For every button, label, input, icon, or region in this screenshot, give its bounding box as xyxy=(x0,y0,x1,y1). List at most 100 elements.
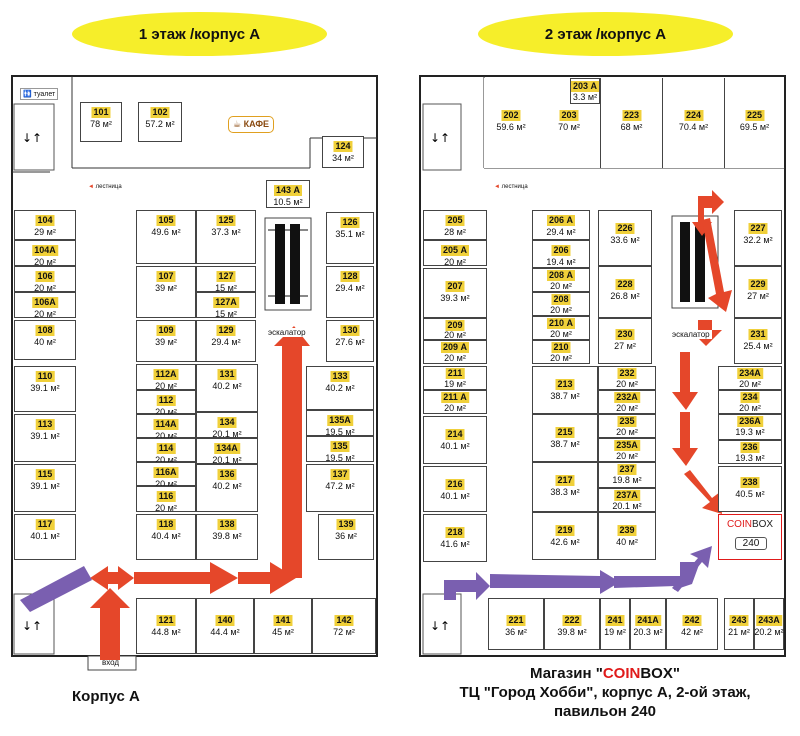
shop-105[interactable]: 105 49.6 м² xyxy=(136,210,196,264)
shop-235a[interactable]: 235А 20 м² xyxy=(598,438,656,462)
shop-208[interactable]: 208 20 м² xyxy=(532,292,590,316)
shop-241a[interactable]: 241А 20.3 м² xyxy=(630,598,666,650)
shop-234a[interactable]: 234А 20 м² xyxy=(718,366,782,390)
shop-222[interactable]: 222 39.8 м² xyxy=(544,598,600,650)
shop-203[interactable]: 203 70 м² xyxy=(538,104,600,168)
shop-118[interactable]: 118 40.4 м² xyxy=(136,514,196,560)
shop-209[interactable]: 209 20 м² xyxy=(423,318,487,340)
shop-104a[interactable]: 104А 20 м² xyxy=(14,240,76,267)
shop-113[interactable]: 113 39.1 м² xyxy=(14,414,76,462)
shop-106[interactable]: 106 20 м² xyxy=(14,266,76,293)
shop-238[interactable]: 238 40.5 м² xyxy=(718,466,782,512)
shop-109[interactable]: 109 39 м² xyxy=(136,320,196,362)
shop-107[interactable]: 107 39 м² xyxy=(136,266,196,318)
shop-230[interactable]: 230 27 м² xyxy=(598,318,652,364)
shop-117[interactable]: 117 40.1 м² xyxy=(14,514,76,560)
shop-127a[interactable]: 127А 15 м² xyxy=(196,292,256,319)
shop-139[interactable]: 139 36 м² xyxy=(318,514,374,560)
shop-125[interactable]: 125 37.3 м² xyxy=(196,210,256,264)
shop-205[interactable]: 205 28 м² xyxy=(423,210,487,240)
shop-221[interactable]: 221 36 м² xyxy=(488,598,544,650)
shop-104[interactable]: 104 29 м² xyxy=(14,210,76,240)
shop-135a[interactable]: 135А 19.5 м² xyxy=(306,410,374,437)
shop-215[interactable]: 215 38.7 м² xyxy=(532,414,598,462)
shop-209a[interactable]: 209 А 20 м² xyxy=(423,340,487,364)
shop-114a[interactable]: 114А 20 м² xyxy=(136,414,196,441)
shop-216[interactable]: 216 40.1 м² xyxy=(423,466,487,512)
shop-108[interactable]: 108 40 м² xyxy=(14,320,76,360)
shop-112a[interactable]: 112А 20 м² xyxy=(136,364,196,391)
shop-208a[interactable]: 208 А 20 м² xyxy=(532,268,590,292)
shop-206[interactable]: 206 19.4 м² xyxy=(532,240,590,268)
shop-112[interactable]: 112 20 м² xyxy=(136,390,196,417)
shop-211[interactable]: 211 19 м² xyxy=(423,366,487,390)
shop-number: 112 xyxy=(156,395,176,406)
shop-110[interactable]: 110 39.1 м² xyxy=(14,366,76,412)
shop-127[interactable]: 127 15 м² xyxy=(196,266,256,293)
shop-237a[interactable]: 237А 20.1 м² xyxy=(598,488,656,512)
shop-243[interactable]: 243 21 м² xyxy=(724,598,754,650)
shop-234[interactable]: 234 20 м² xyxy=(718,390,782,414)
shop-240-coinbox[interactable]: COINBOX 240 xyxy=(718,514,782,560)
shop-134[interactable]: 134 20.1 м² xyxy=(196,412,258,439)
shop-229[interactable]: 229 27 м² xyxy=(734,266,782,318)
shop-142[interactable]: 142 72 м² xyxy=(312,598,376,654)
shop-area: 20.1 м² xyxy=(212,429,242,439)
shop-number: 134А xyxy=(214,443,240,454)
shop-235[interactable]: 235 20 м² xyxy=(598,414,656,438)
shop-124[interactable]: 124 34 м² xyxy=(322,136,364,168)
shop-143a[interactable]: 143 А 10.5 м² xyxy=(266,180,310,208)
shop-106a[interactable]: 106А 20 м² xyxy=(14,292,76,319)
shop-203a[interactable]: 203 А 3.3 м² xyxy=(570,78,600,104)
shop-228[interactable]: 228 26.8 м² xyxy=(598,266,652,318)
shop-242[interactable]: 242 42 м² xyxy=(666,598,718,650)
shop-129[interactable]: 129 29.4 м² xyxy=(196,320,256,362)
shop-227[interactable]: 227 32.2 м² xyxy=(734,210,782,266)
shop-140[interactable]: 140 44.4 м² xyxy=(196,598,254,654)
shop-137[interactable]: 137 47.2 м² xyxy=(306,464,374,512)
shop-206a[interactable]: 206 А 29.4 м² xyxy=(532,210,590,240)
shop-207[interactable]: 207 39.3 м² xyxy=(423,268,487,318)
shop-101[interactable]: 101 78 м² xyxy=(80,102,122,142)
shop-133[interactable]: 133 40.2 м² xyxy=(306,366,374,410)
shop-239[interactable]: 239 40 м² xyxy=(598,512,656,560)
shop-213[interactable]: 213 38.7 м² xyxy=(532,366,598,414)
shop-225[interactable]: 225 69.5 м² xyxy=(724,78,784,168)
shop-138[interactable]: 138 39.8 м² xyxy=(196,514,258,560)
shop-134a[interactable]: 134А 20.1 м² xyxy=(196,438,258,465)
shop-210a[interactable]: 210 А 20 м² xyxy=(532,316,590,340)
shop-224[interactable]: 224 70.4 м² xyxy=(662,78,724,168)
shop-126[interactable]: 126 35.1 м² xyxy=(326,212,374,264)
shop-211a[interactable]: 211 А 20 м² xyxy=(423,390,487,414)
shop-116a[interactable]: 116А 20 м² xyxy=(136,462,196,489)
shop-219[interactable]: 219 42.6 м² xyxy=(532,512,598,560)
shop-223[interactable]: 223 68 м² xyxy=(600,78,662,168)
shop-218[interactable]: 218 41.6 м² xyxy=(423,514,487,562)
shop-114[interactable]: 114 20 м² xyxy=(136,438,196,465)
shop-241[interactable]: 241 19 м² xyxy=(600,598,630,650)
shop-141[interactable]: 141 45 м² xyxy=(254,598,312,654)
shop-128[interactable]: 128 29.4 м² xyxy=(326,266,374,318)
shop-136[interactable]: 136 40.2 м² xyxy=(196,464,258,512)
shop-135[interactable]: 135 19.5 м² xyxy=(306,436,374,463)
shop-202[interactable]: 202 59.6 м² xyxy=(484,78,538,168)
shop-226[interactable]: 226 33.6 м² xyxy=(598,210,652,266)
shop-232a[interactable]: 232А 20 м² xyxy=(598,390,656,414)
shop-231[interactable]: 231 25.4 м² xyxy=(734,318,782,364)
shop-102[interactable]: 102 57.2 м² xyxy=(138,102,182,142)
shop-237[interactable]: 237 19.8 м² xyxy=(598,462,656,488)
shop-131[interactable]: 131 40.2 м² xyxy=(196,364,258,412)
shop-236[interactable]: 236 19.3 м² xyxy=(718,440,782,464)
shop-210[interactable]: 210 20 м² xyxy=(532,340,590,364)
shop-214[interactable]: 214 40.1 м² xyxy=(423,416,487,464)
shop-130[interactable]: 130 27.6 м² xyxy=(326,320,374,362)
shop-236a[interactable]: 236А 19.3 м² xyxy=(718,414,782,440)
shop-232[interactable]: 232 20 м² xyxy=(598,366,656,390)
shop-115[interactable]: 115 39.1 м² xyxy=(14,464,76,512)
shop-243a[interactable]: 243А 20.2 м² xyxy=(754,598,784,650)
shop-number: 205 А xyxy=(440,245,470,256)
shop-121[interactable]: 121 44.8 м² xyxy=(136,598,196,654)
shop-116[interactable]: 116 20 м² xyxy=(136,486,196,513)
shop-205a[interactable]: 205 А 20 м² xyxy=(423,240,487,267)
shop-217[interactable]: 217 38.3 м² xyxy=(532,462,598,512)
